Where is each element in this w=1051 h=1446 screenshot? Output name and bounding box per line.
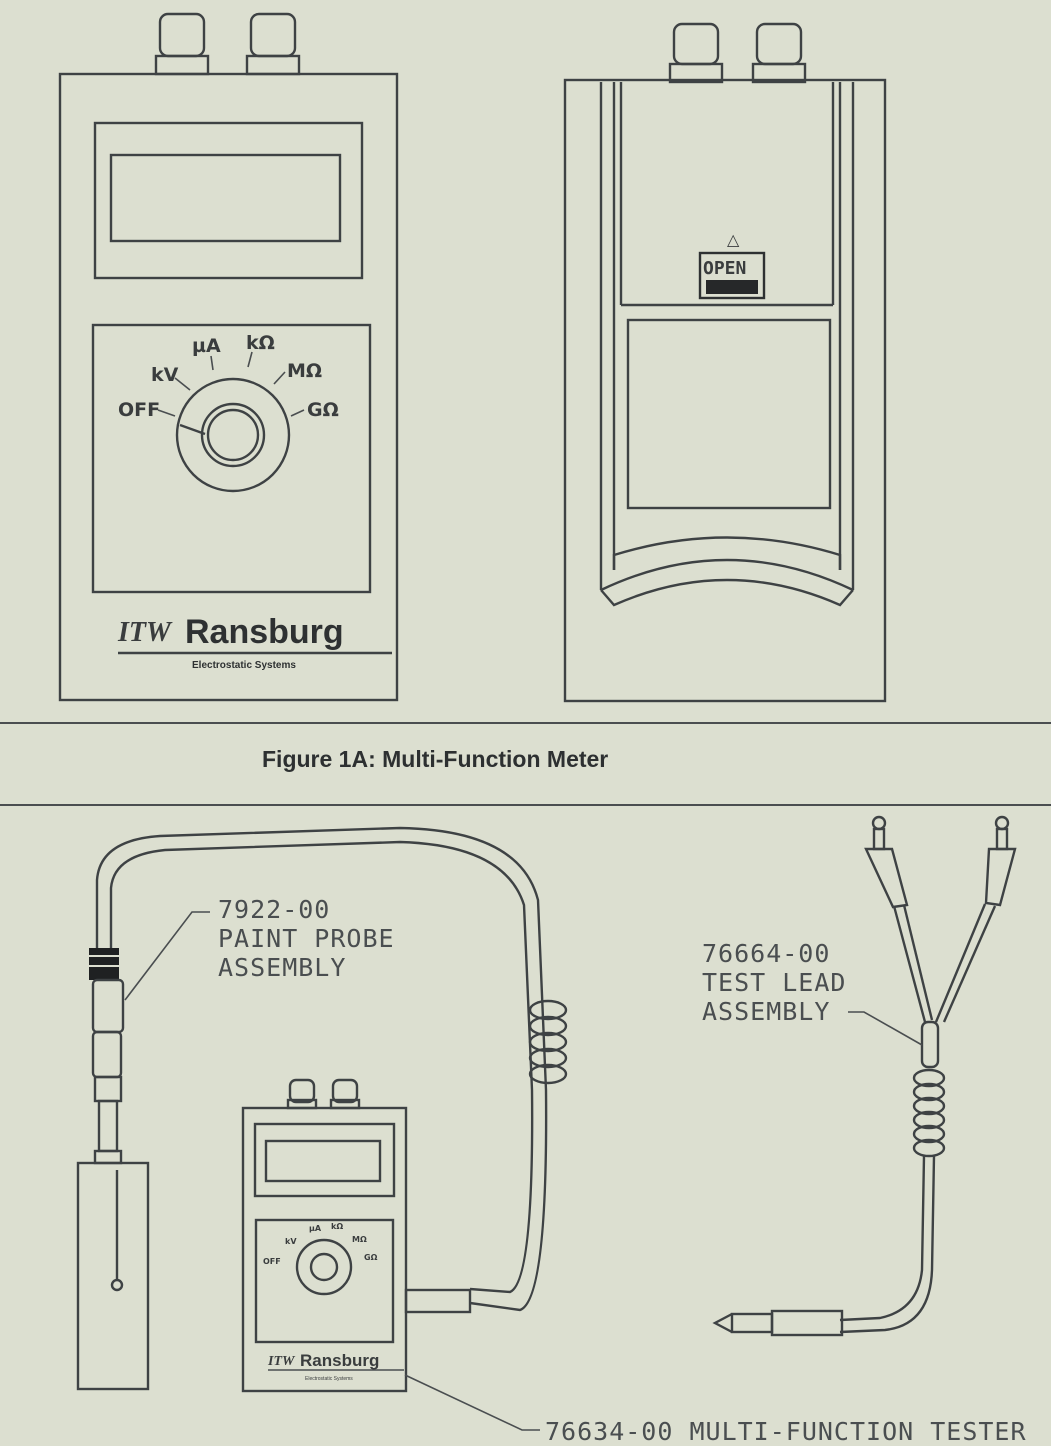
battery-door-latch[interactable]: △ OPEN [698, 230, 766, 300]
figure-1a-caption: Figure 1A: Multi-Function Meter [262, 746, 608, 772]
logo-subtext: Electrostatic Systems [192, 660, 296, 671]
cable-coil [528, 999, 568, 1085]
dial-label-mohm: MΩ [287, 360, 322, 382]
multi-function-tester-drawing: OFF kV µA kΩ MΩ GΩ ITW Ransburg Electros… [241, 1078, 472, 1393]
paint-probe-cable [95, 826, 548, 1312]
back-meter-drawing: △ OPEN [563, 22, 887, 703]
dial-label-kohm: kΩ [246, 332, 275, 354]
tester-dial-kohm: kΩ [331, 1222, 343, 1231]
back-jack-right [751, 22, 807, 84]
tester-callout: 76634-00 MULTI-FUNCTION TESTER [404, 1374, 1027, 1446]
dial-label-off: OFF [118, 399, 160, 421]
itw-logo-mark: ITW [117, 617, 173, 648]
test-lead-line2: ASSEMBLY [702, 997, 830, 1026]
tester-dial-mohm: MΩ [352, 1235, 367, 1244]
open-label: OPEN [703, 258, 746, 279]
display-bezel [93, 121, 364, 280]
front-jack-left [154, 12, 210, 76]
test-lead-callout: 76664-00 TEST LEAD ASSEMBLY [702, 939, 923, 1046]
tester-dial-ua: µA [309, 1224, 322, 1233]
tester-dial-gohm: GΩ [364, 1253, 378, 1262]
dial-label-kv: kV [151, 364, 179, 386]
tester-dial-kv: kV [285, 1237, 297, 1246]
dial-tick-marks [157, 351, 305, 417]
dial-panel [91, 323, 372, 594]
tester-logo-text: Ransburg [300, 1351, 379, 1370]
logo-text: Ransburg [185, 613, 344, 651]
paint-probe-callout: 7922-00 PAINT PROBE ASSEMBLY [124, 895, 395, 1001]
test-lead-part-number: 76664-00 [702, 939, 830, 968]
ransburg-logo: ITW Ransburg Electrostatic Systems [117, 613, 392, 671]
tester-label: 76634-00 MULTI-FUNCTION TESTER [545, 1417, 1027, 1446]
front-jack-right [245, 12, 301, 76]
tester-itw-mark: ITW [267, 1354, 296, 1369]
front-meter-drawing: OFF kV µA kΩ MΩ GΩ ITW Ransburg Electros… [58, 12, 399, 702]
tester-dial-off: OFF [263, 1257, 281, 1266]
paint-probe-line1: PAINT PROBE [218, 924, 395, 953]
tester-logo-subtext: Electrostatic Systems [305, 1376, 353, 1382]
back-jack-left [668, 22, 724, 84]
function-selector-knob[interactable] [175, 377, 291, 493]
lcd-display [109, 153, 342, 243]
test-lead-line1: TEST LEAD [702, 968, 846, 997]
test-lead-assembly [712, 815, 1017, 1337]
paint-probe-assembly [76, 948, 150, 1391]
dial-label-ua: µA [192, 335, 221, 357]
paint-probe-part-number: 7922-00 [218, 895, 330, 924]
dial-label-gohm: GΩ [307, 399, 339, 421]
paint-probe-line2: ASSEMBLY [218, 953, 346, 982]
battery-window [626, 318, 832, 510]
triangle-arrow-icon: △ [727, 230, 740, 249]
